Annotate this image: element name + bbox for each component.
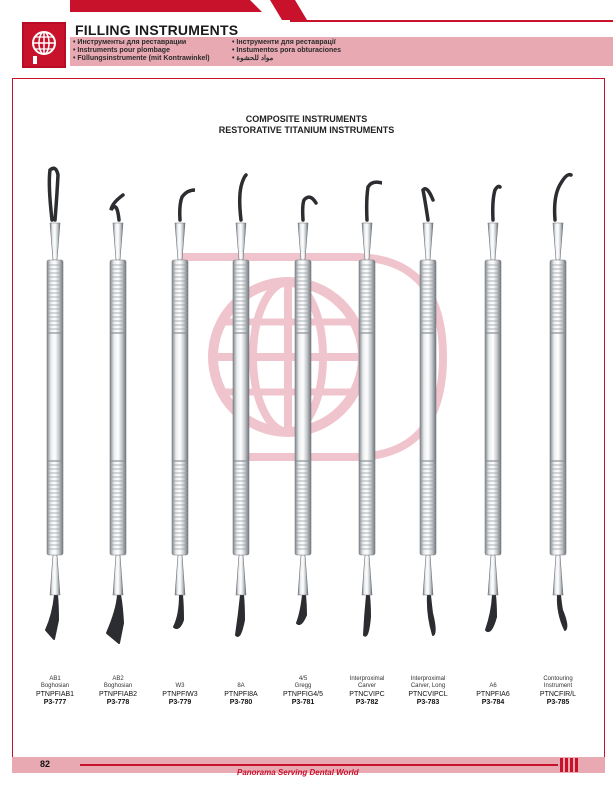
dental-instrument-icon xyxy=(549,172,573,631)
instrument-name: W3 xyxy=(147,675,213,690)
instrument-ref: P3-780 xyxy=(229,699,253,706)
instrument-ref: P3-785 xyxy=(546,699,570,706)
instrument-name-line: Instrument xyxy=(543,683,573,689)
instrument-code: PTNPFI8A xyxy=(224,691,258,698)
section-heading-line1: COMPOSITE INSTRUMENTS xyxy=(245,114,368,124)
subtitle-spanish: Instumentos pora obturaciones xyxy=(232,47,341,55)
instrument-code: PTNPFIA6 xyxy=(476,691,510,698)
instrument-ref: P3-783 xyxy=(416,699,440,706)
instrument-ref: P3-781 xyxy=(291,699,315,706)
instrument-ref: P3-784 xyxy=(481,699,505,706)
instrument-name-line: Gregg xyxy=(294,683,312,689)
dental-instrument-icon xyxy=(358,180,382,637)
instrument-name-line: W3 xyxy=(175,683,185,689)
instrument-code: PTNPFIG4/5 xyxy=(282,691,324,698)
instrument-code: PTNCVIPC xyxy=(349,691,385,698)
page-number: 82 xyxy=(40,759,51,769)
subtitle-german: Füllungsinstrumente (mit Kontrawinkel) xyxy=(73,55,209,63)
frame-left-rule xyxy=(12,78,13,758)
footer-rule xyxy=(80,764,558,766)
instrument-ref: P3-778 xyxy=(106,699,130,706)
subtitles-left: Инструменты для реставрации Instruments … xyxy=(73,39,210,63)
instrument-name-line: Interproximal xyxy=(410,676,446,682)
header-ribbon xyxy=(70,0,613,22)
dental-instrument-icon xyxy=(294,195,318,625)
subtitle-russian: Инструменты для реставрации xyxy=(73,39,210,47)
dental-instrument-icon xyxy=(232,173,250,637)
instrument-name-line: AB2 xyxy=(112,676,124,682)
instrument-name: 8A xyxy=(208,675,274,690)
dental-instrument-icon xyxy=(106,193,127,644)
frame-right-rule xyxy=(604,78,605,758)
instrument-name-line: Carver, Long xyxy=(410,683,446,689)
instrument-code: PTNCVIPCL xyxy=(408,691,448,698)
instrument-name-line: Carver xyxy=(357,683,376,689)
instrument-code: PTNPFIAB1 xyxy=(35,691,75,698)
instrument-name-line: Boghosian xyxy=(103,683,133,689)
subtitles-right: Інструменти для реставрації Instumentos … xyxy=(232,39,341,63)
instrument-name: A6 xyxy=(460,675,526,690)
footer-stripes-icon xyxy=(560,758,578,772)
instrument-code: PTNCFIR/L xyxy=(539,691,577,698)
brand-logo xyxy=(22,22,66,68)
instrument-name-line: Boghosian xyxy=(40,683,70,689)
page-title: FILLING INSTRUMENTS xyxy=(75,22,239,38)
frame-top-rule xyxy=(12,78,605,79)
subtitle-arabic: مواد للحشوة xyxy=(232,55,341,63)
globe-logo-icon xyxy=(32,31,56,64)
header: FILLING INSTRUMENTS Инструменты для рест… xyxy=(0,0,613,70)
instrument-name-line: 8A xyxy=(237,683,245,689)
instrument-code: PTNPFIAB2 xyxy=(98,691,138,698)
instrument-name-line: AB1 xyxy=(49,676,61,682)
dental-instrument-icon xyxy=(484,184,502,633)
instrument-ref: P3-777 xyxy=(43,699,67,706)
dental-instrument-icon xyxy=(171,188,195,630)
instrument-code: PTNPFIW3 xyxy=(162,691,198,698)
instrument-name-line: Contouring xyxy=(543,676,573,682)
dental-instrument-icon xyxy=(45,166,64,640)
section-heading-line2: RESTORATIVE TITANIUM INSTRUMENTS xyxy=(218,125,395,135)
subtitle-french: Instruments pour plombage xyxy=(73,47,210,55)
dental-instrument-icon xyxy=(419,187,437,636)
instrument-name-line: 4/5 xyxy=(298,676,308,682)
subtitle-ukrainian: Інструменти для реставрації xyxy=(232,39,341,47)
instrument-name-line: A6 xyxy=(489,683,497,689)
instrument-ref: P3-782 xyxy=(355,699,379,706)
footer-tagline: Panorama Serving Dental World xyxy=(237,768,359,777)
instrument-ref: P3-779 xyxy=(168,699,192,706)
instrument-name-line: Interproximal xyxy=(349,676,385,682)
